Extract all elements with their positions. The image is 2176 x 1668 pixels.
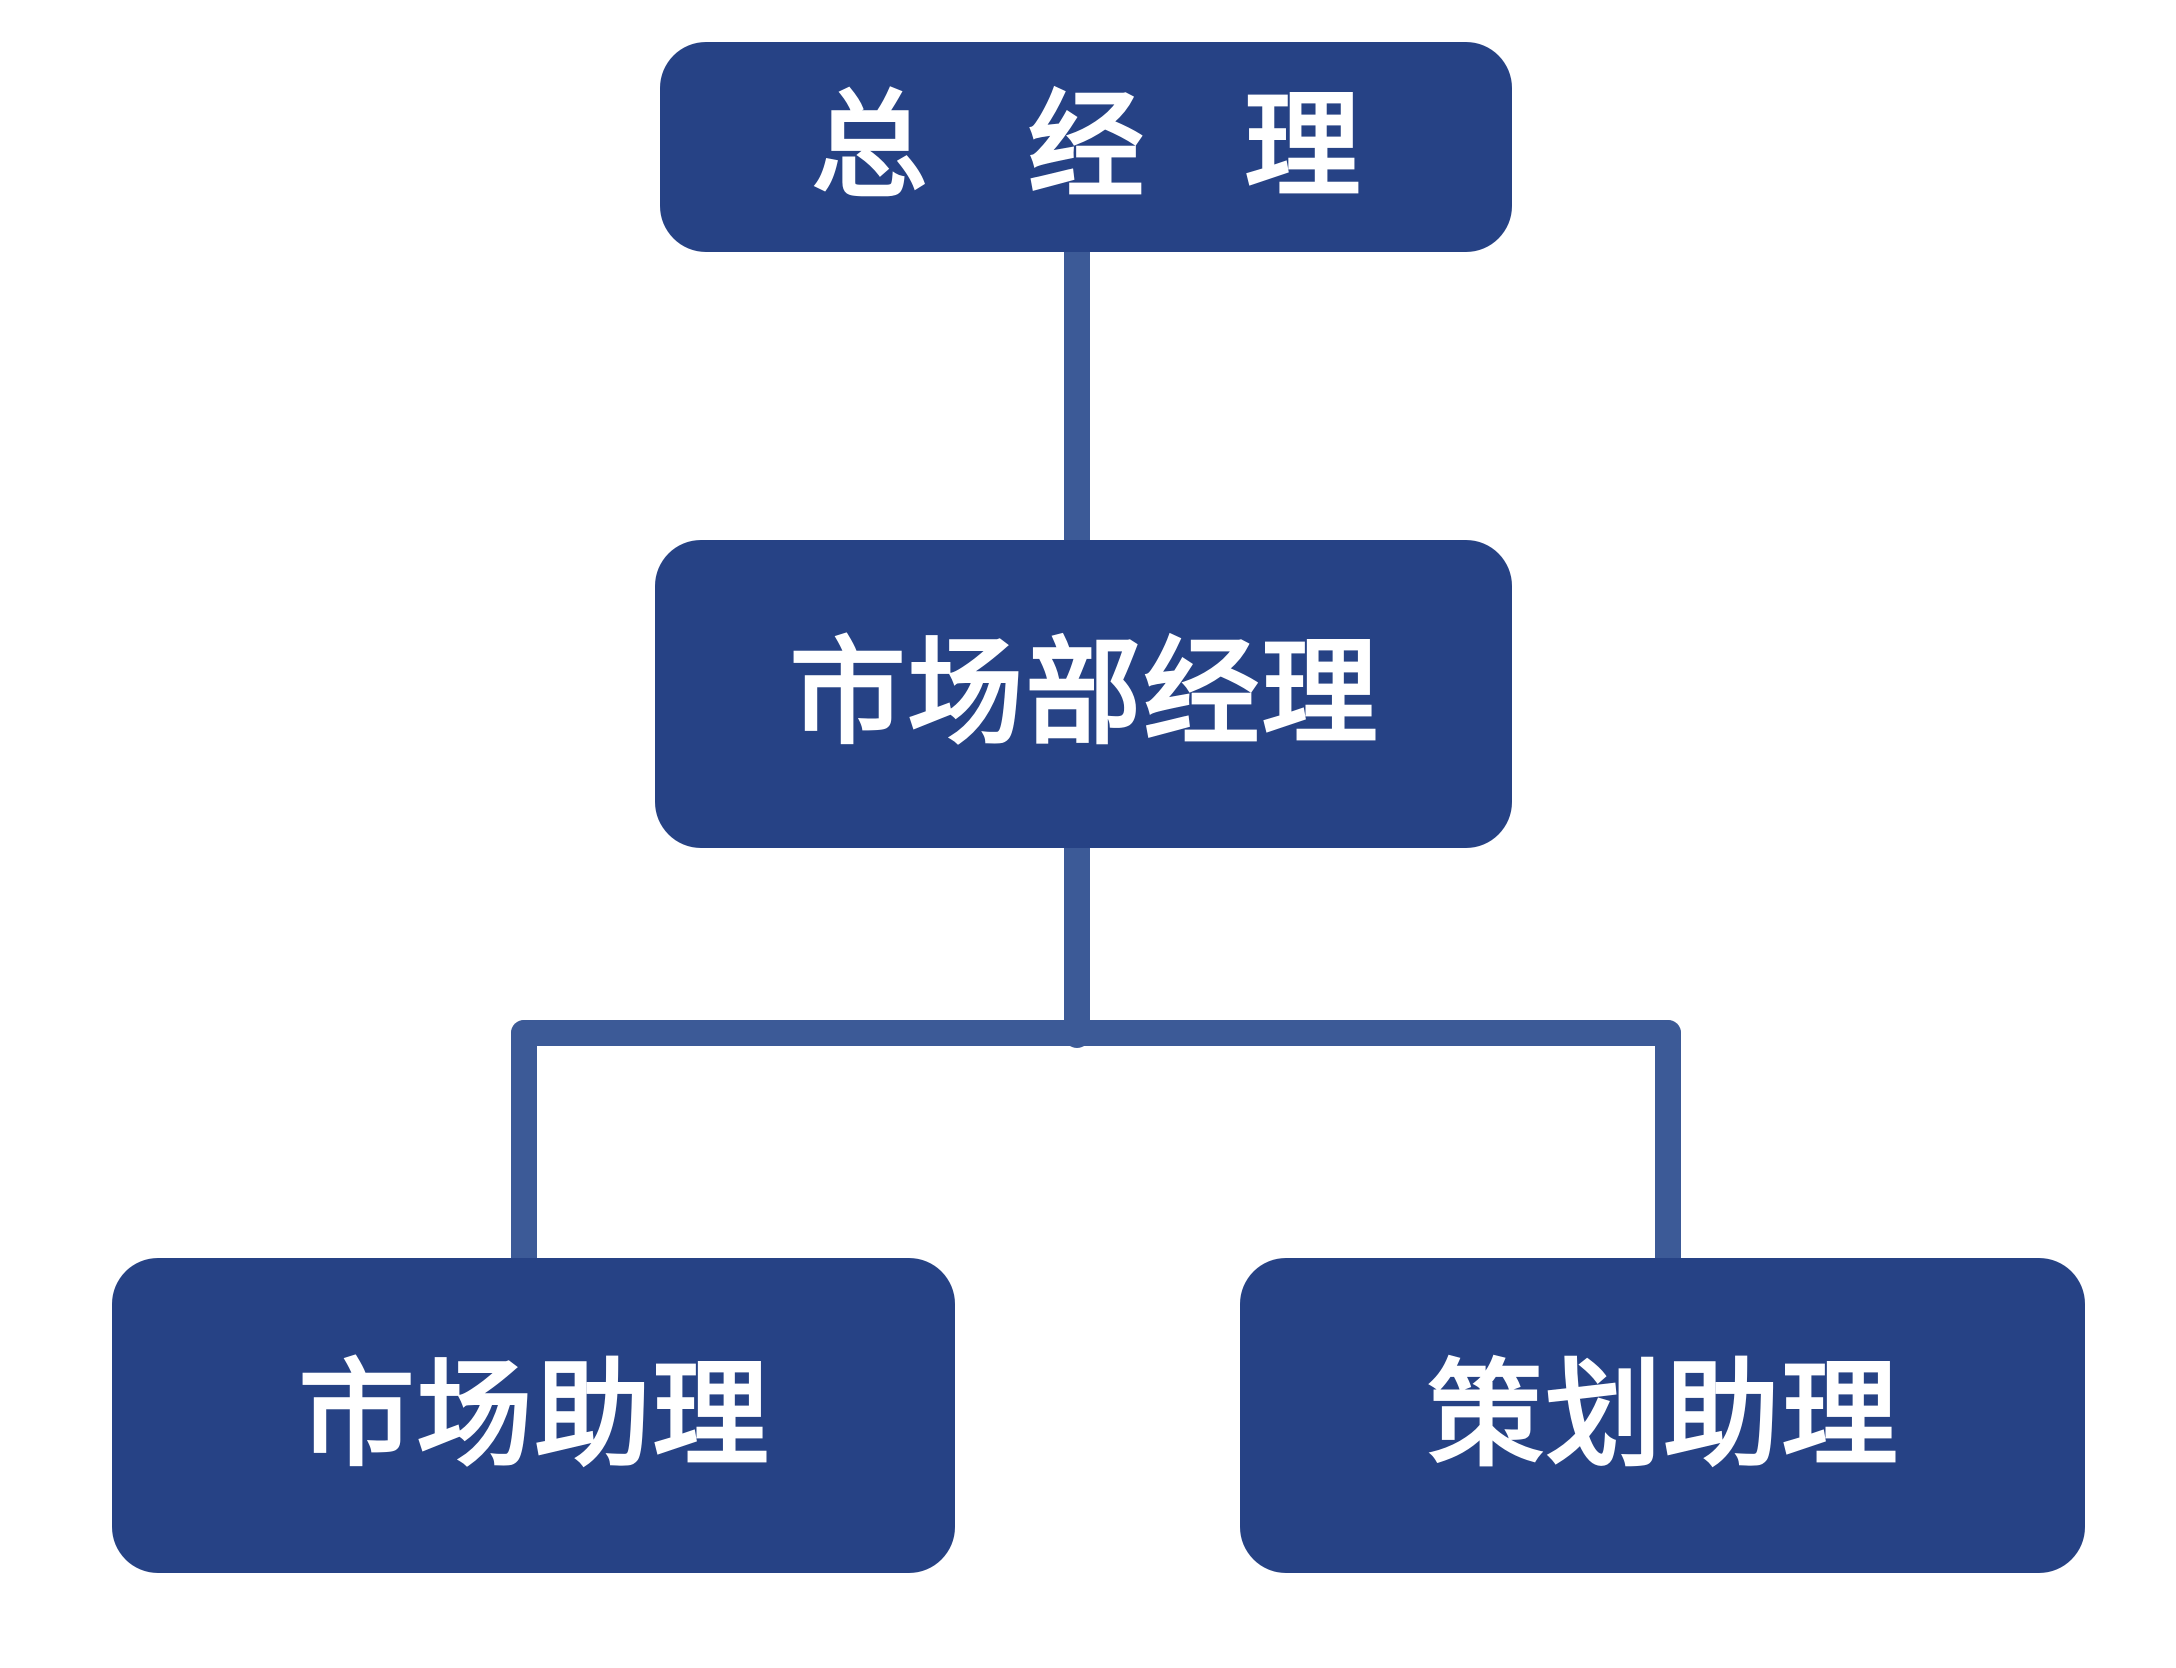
org-node-planning-assistant[interactable]: 策划助理 — [1240, 1258, 2085, 1573]
org-node-label: 总 经 理 — [811, 79, 1391, 214]
org-node-marketing-manager[interactable]: 市场部经理 — [655, 540, 1512, 848]
org-node-general-manager[interactable]: 总 经 理 — [660, 42, 1512, 252]
org-node-label: 市场部经理 — [789, 626, 1380, 761]
org-node-label: 市场助理 — [298, 1347, 771, 1483]
org-node-label: 策划助理 — [1427, 1347, 1900, 1483]
org-node-marketing-assistant[interactable]: 市场助理 — [112, 1258, 955, 1573]
